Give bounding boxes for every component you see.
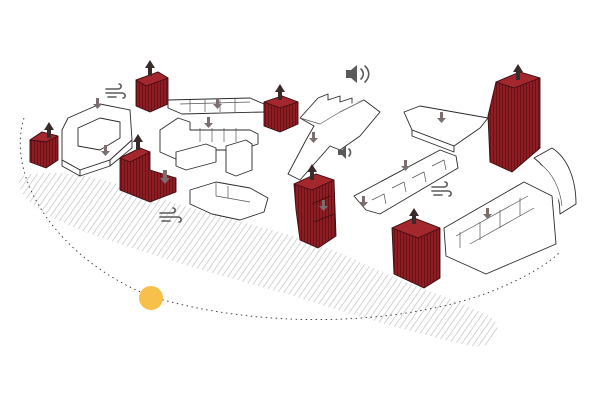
arrow-down-icon bbox=[204, 117, 213, 128]
castellated-block bbox=[288, 94, 380, 180]
highlighted-building-3 bbox=[136, 72, 168, 112]
row-houses bbox=[354, 150, 458, 214]
arrow-up-icon bbox=[133, 134, 143, 150]
wind-icon bbox=[432, 182, 451, 196]
highlighted-building-7 bbox=[392, 218, 440, 288]
sun-icon bbox=[139, 286, 163, 310]
highlighted-building-6 bbox=[488, 72, 540, 172]
highlighted-building-1 bbox=[30, 132, 58, 168]
wind-icon bbox=[106, 84, 125, 98]
highlighted-building-5 bbox=[294, 174, 336, 248]
sound-loud-icon bbox=[346, 65, 369, 83]
wedge-block bbox=[404, 106, 488, 152]
terrace-block bbox=[444, 182, 556, 274]
highlighted-building-4 bbox=[264, 96, 298, 132]
